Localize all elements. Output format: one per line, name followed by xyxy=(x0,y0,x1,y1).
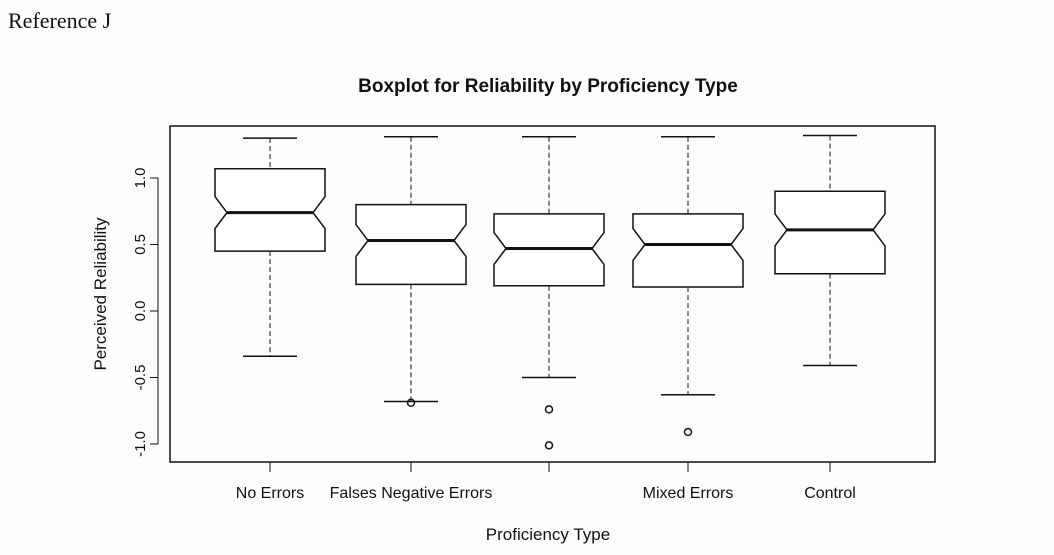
outlier-point xyxy=(544,405,554,414)
outlier-point xyxy=(406,398,416,408)
x-tick-label: Falses Negative Errors xyxy=(330,485,493,502)
y-axis-label: Perceived Reliability xyxy=(91,217,110,371)
y-tick-label: 0.5 xyxy=(132,234,149,255)
outlier-point xyxy=(683,427,693,437)
y-tick-label: -0.5 xyxy=(132,365,149,391)
notched-box xyxy=(214,167,326,252)
chart-title: Boxplot for Reliability by Proficiency T… xyxy=(358,76,738,97)
y-tick-label: 1.0 xyxy=(132,168,149,189)
notched-box xyxy=(355,203,467,286)
reference-label: Reference J xyxy=(8,8,112,33)
x-tick-label: No Errors xyxy=(236,485,304,502)
notched-box xyxy=(774,190,886,275)
x-tick-label: Mixed Errors xyxy=(643,485,734,502)
y-tick-label: 0.0 xyxy=(132,301,149,322)
plot-frame xyxy=(169,125,936,463)
y-tick-label: -1.0 xyxy=(132,431,149,457)
x-axis-label: Proficiency Type xyxy=(486,525,610,544)
notched-box xyxy=(632,213,744,288)
x-tick-label: Control xyxy=(804,485,856,502)
outlier-point xyxy=(544,441,554,450)
